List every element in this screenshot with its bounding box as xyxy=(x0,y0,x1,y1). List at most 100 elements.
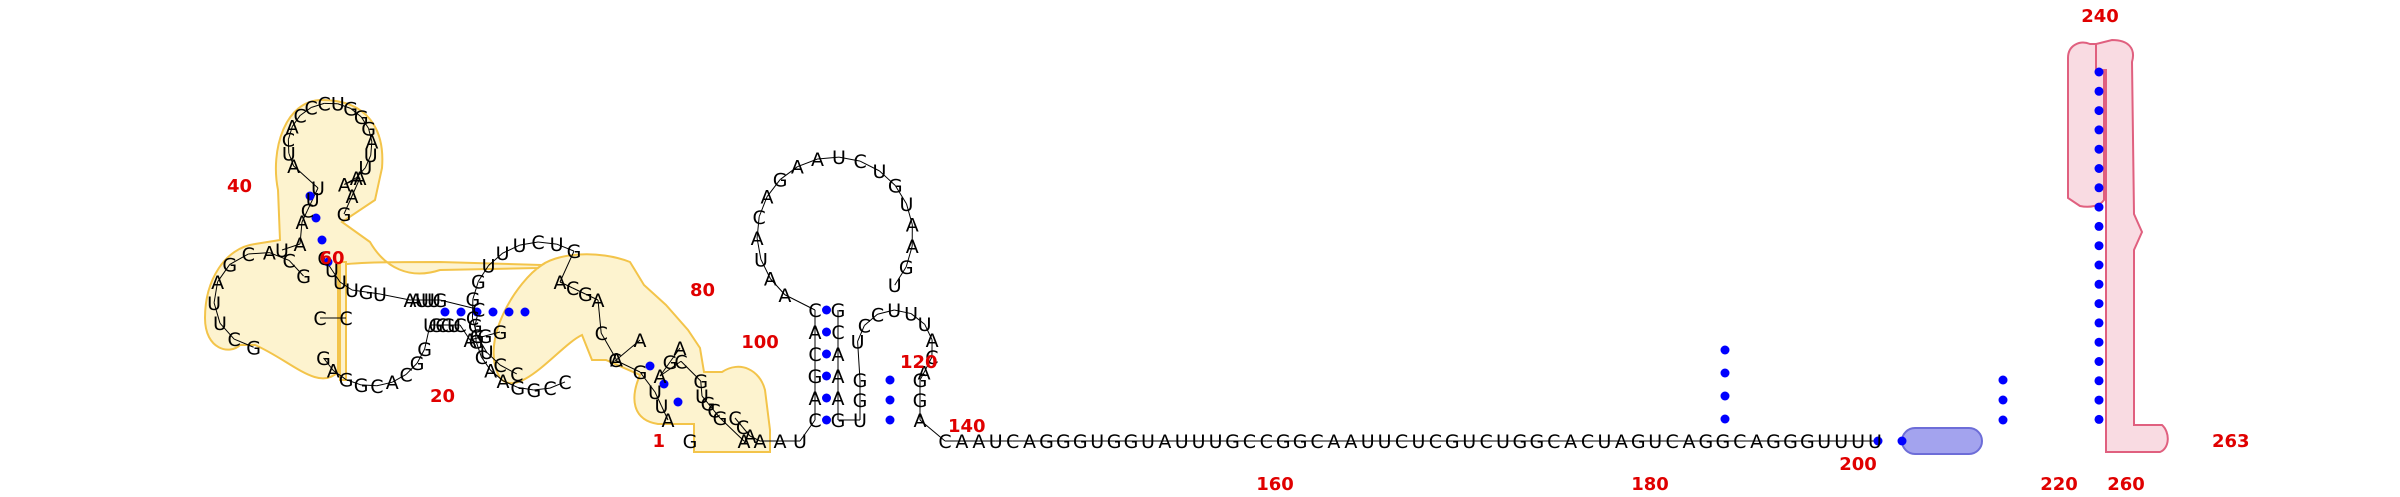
nucleotide: U xyxy=(311,178,325,200)
nucleotide: A xyxy=(1615,431,1628,453)
nucleotide: A xyxy=(211,272,224,294)
base-pair-dot xyxy=(1999,376,2008,385)
nucleotide: U xyxy=(1834,431,1848,453)
base-pair-dot xyxy=(1999,416,2008,425)
nucleotide: G xyxy=(316,348,331,370)
nucleotide: G xyxy=(1039,431,1054,453)
nucleotide: G xyxy=(433,290,448,312)
nucleotide: U xyxy=(1868,431,1882,453)
nucleotide: A xyxy=(484,360,497,382)
nucleotide: C xyxy=(1260,431,1273,453)
nucleotide: A xyxy=(497,371,510,393)
nucleotide: A xyxy=(832,366,845,388)
nucleotide: G xyxy=(1293,431,1308,453)
nucleotide: U xyxy=(1411,431,1425,453)
nucleotide: G xyxy=(1631,431,1646,453)
nucleotide: U xyxy=(1597,431,1611,453)
nucleotide: G xyxy=(1056,431,1071,453)
nucleotide: A xyxy=(832,344,845,366)
nucleotide: A xyxy=(791,157,804,179)
nucleotide: G xyxy=(1225,431,1240,453)
base-pair-dot xyxy=(2095,203,2104,212)
nucleotide: G xyxy=(853,390,868,412)
nucleotide: U xyxy=(345,280,359,302)
position-label: 263 xyxy=(2212,431,2250,452)
base-pair-dot xyxy=(2095,183,2104,192)
nucleotide: C xyxy=(313,308,326,330)
nucleotide: U xyxy=(423,315,437,337)
nucleotide: C xyxy=(808,300,821,322)
nucleotide: C xyxy=(1665,431,1678,453)
nucleotide: C xyxy=(566,278,579,300)
base-pair-dot xyxy=(2095,338,2104,347)
nucleotide: U xyxy=(1175,431,1189,453)
base-pair-dot xyxy=(886,416,895,425)
nucleotide: A xyxy=(592,290,605,312)
nucleotide: G xyxy=(683,431,698,453)
nucleotide: G xyxy=(633,362,648,384)
nucleotide: G xyxy=(853,370,868,392)
base-pair-dot xyxy=(489,308,498,317)
nucleotide: C xyxy=(339,308,352,330)
nucleotide: G xyxy=(1800,431,1815,453)
nucleotide: G xyxy=(1276,431,1291,453)
nucleotide: G xyxy=(222,254,237,276)
nucleotide: G xyxy=(1073,431,1088,453)
nucleotide: U xyxy=(550,234,564,256)
nucleotide: A xyxy=(294,234,307,256)
nucleotide: A xyxy=(554,272,567,294)
base-pair-dot xyxy=(1721,369,1730,378)
nucleotide: U xyxy=(1496,431,1510,453)
nucleotide: G xyxy=(246,337,261,359)
nucleotide: A xyxy=(386,372,399,394)
nucleotide: U xyxy=(904,304,918,326)
nucleotide: C xyxy=(1310,431,1323,453)
nucleotide: U xyxy=(754,249,768,271)
base-pair-dot xyxy=(2095,357,2104,366)
nucleotide: G xyxy=(1529,431,1544,453)
nucleotide: G xyxy=(526,380,541,402)
nucleotide: A xyxy=(764,269,777,291)
nucleotide: U xyxy=(900,194,914,216)
nucleotide: G xyxy=(808,366,823,388)
nucleotide: U xyxy=(1209,431,1223,453)
nucleotide: A xyxy=(751,228,764,250)
base-pair-dot xyxy=(2095,164,2104,173)
base-pair-dot xyxy=(2095,415,2104,424)
nucleotide: U xyxy=(1192,431,1206,453)
nucleotide: A xyxy=(1327,431,1340,453)
nucleotide: A xyxy=(634,330,647,352)
base-pair-dot xyxy=(2095,68,2104,77)
nucleotide: U xyxy=(1462,431,1476,453)
base-pair-dot xyxy=(2095,241,2104,250)
nucleotide: G xyxy=(1513,431,1528,453)
nucleotide: C xyxy=(1733,431,1746,453)
base-pair-dot xyxy=(886,396,895,405)
nucleotide: C xyxy=(1479,431,1492,453)
nucleotide: G xyxy=(913,370,928,392)
nucleotide: A xyxy=(832,388,845,410)
nucleotide: G xyxy=(1107,431,1122,453)
base-pair-dot xyxy=(822,350,831,359)
nucleotide: A xyxy=(774,431,787,453)
nucleotide: A xyxy=(778,285,791,307)
nucleotide: A xyxy=(809,388,822,410)
nucleotide: C xyxy=(753,207,766,229)
position-label: 120 xyxy=(900,352,938,373)
nucleotide: U xyxy=(887,300,901,322)
nucleotide: G xyxy=(1124,431,1139,453)
base-pair-dot xyxy=(2095,87,2104,96)
nucleotide: C xyxy=(808,344,821,366)
nucleotide: G xyxy=(1445,431,1460,453)
base-pair-dot xyxy=(521,308,530,317)
nucleotide: U xyxy=(832,147,846,169)
nucleotide: C xyxy=(370,376,383,398)
base-pair-dot xyxy=(1898,437,1907,446)
nucleotide: G xyxy=(693,371,708,393)
nucleotide: C xyxy=(227,329,240,351)
nucleotide: A xyxy=(1344,431,1357,453)
nucleotide: A xyxy=(914,410,927,432)
